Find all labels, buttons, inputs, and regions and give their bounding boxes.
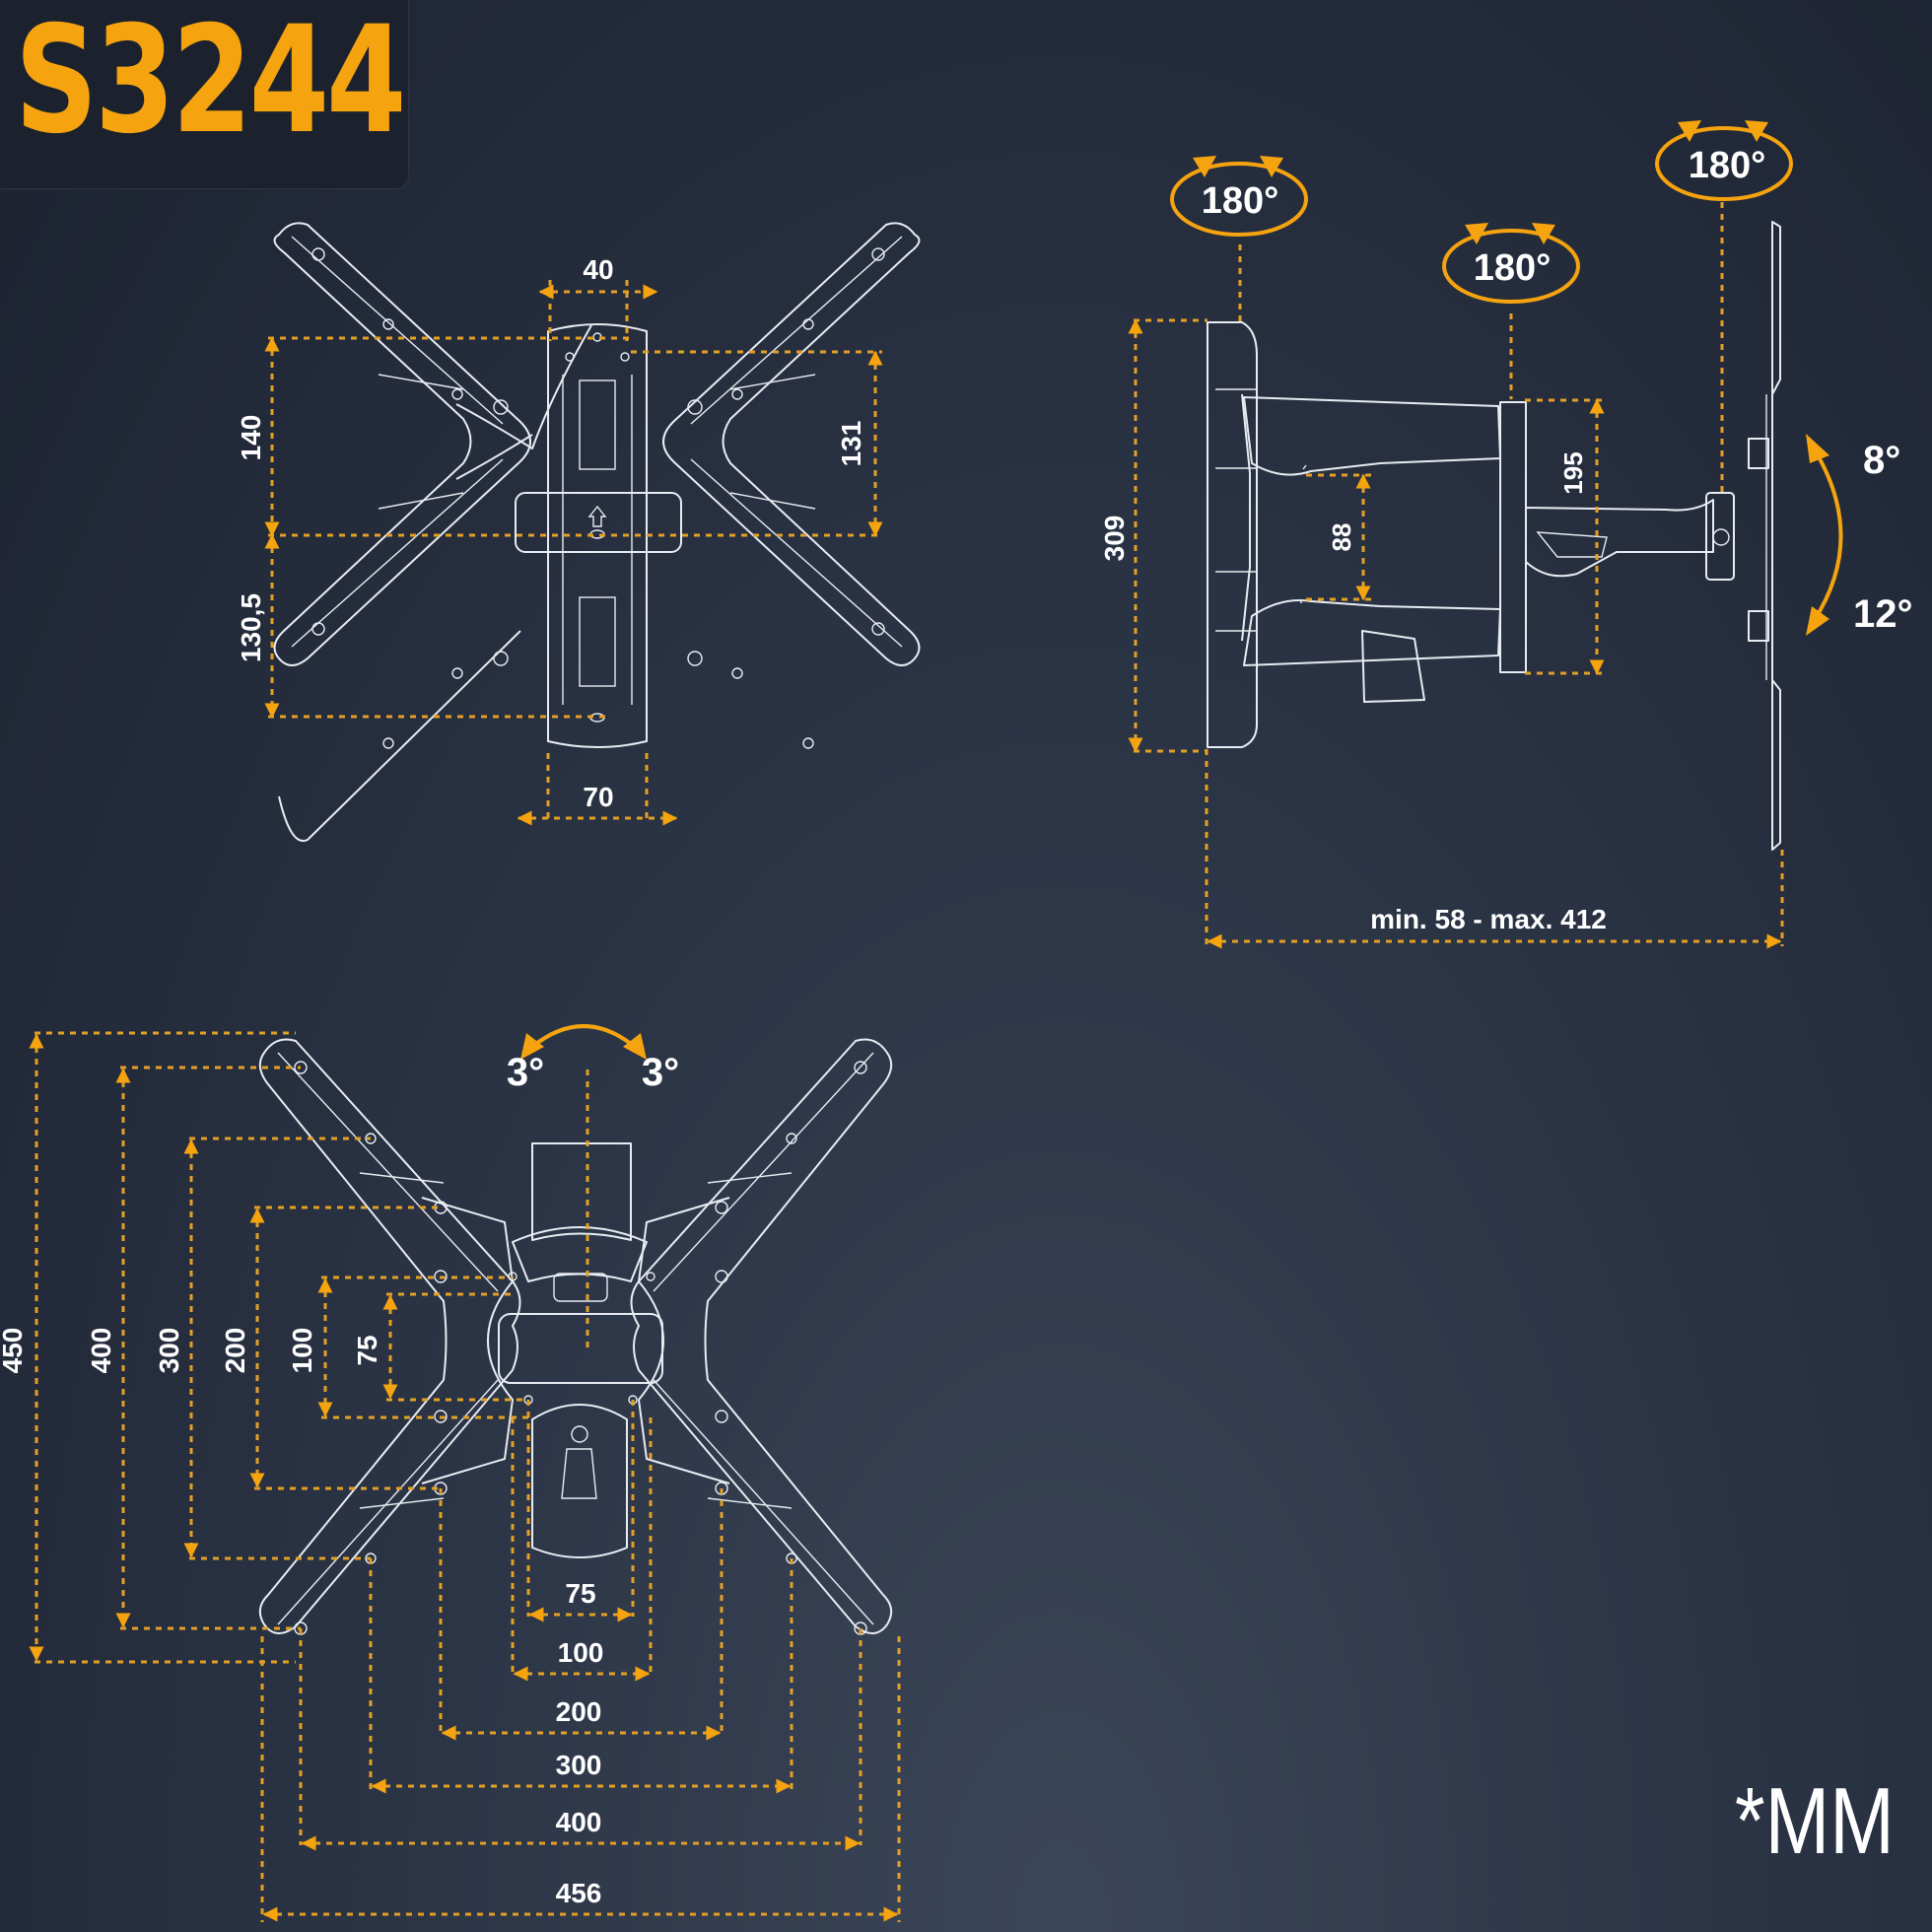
unit-note: *MM — [1735, 1768, 1895, 1874]
hdim-400: 400 — [556, 1807, 602, 1837]
side-view: 180° 180° 180° 309 195 88 min. 58 - max.… — [1099, 120, 1913, 949]
dim-inner-height: 88 — [1327, 523, 1356, 552]
swivel-label-arm: 180° — [1474, 247, 1552, 289]
side-view-swivel-indicators — [1170, 120, 1843, 636]
dim-upper-height: 140 — [236, 415, 266, 461]
back-view: 40 70 140 130,5 131 — [236, 222, 921, 843]
front-view-bracket — [258, 1038, 893, 1635]
front-view-horizontal-dimensions — [260, 1070, 901, 1922]
dim-lower-height: 130,5 — [236, 593, 266, 662]
swivel-label-tv: 180° — [1689, 145, 1766, 186]
vdim-75: 75 — [352, 1335, 382, 1365]
hdim-300: 300 — [556, 1750, 602, 1780]
hdim-200: 200 — [556, 1696, 602, 1727]
front-view: 3° 3° 450 400 300 200 100 75 75 100 200 … — [0, 1024, 901, 1922]
hdim-100: 100 — [558, 1637, 604, 1668]
vdim-100: 100 — [287, 1328, 317, 1374]
dim-top-width: 40 — [583, 254, 613, 285]
dim-right-height: 131 — [836, 421, 866, 467]
side-view-labels: 180° 180° 180° 309 195 88 min. 58 - max.… — [1099, 145, 1913, 934]
dim-wall-plate-height: 309 — [1099, 516, 1130, 562]
rotation-right-label: 3° — [642, 1051, 679, 1094]
dim-bottom-width: 70 — [583, 782, 613, 812]
side-view-mount — [1207, 221, 1781, 851]
model-number: S3244 — [15, 0, 406, 167]
side-view-dimensions — [1128, 202, 1784, 949]
vdim-200: 200 — [220, 1328, 250, 1374]
back-view-dimensions — [264, 280, 883, 826]
tilt-down-label: 12° — [1853, 592, 1913, 636]
front-view-rotation-indicator — [520, 1024, 647, 1060]
model-badge: S3244 — [0, 0, 409, 189]
front-view-vertical-dimensions — [29, 1031, 528, 1664]
front-view-labels: 3° 3° 450 400 300 200 100 75 75 100 200 … — [0, 1051, 679, 1908]
tilt-up-label: 8° — [1863, 439, 1900, 482]
hdim-456: 456 — [556, 1878, 602, 1908]
dim-arm-height: 195 — [1558, 451, 1588, 494]
back-view-bracket — [273, 222, 921, 843]
vdim-450: 450 — [0, 1328, 28, 1374]
vdim-300: 300 — [154, 1328, 184, 1374]
vdim-400: 400 — [86, 1328, 116, 1374]
dim-depth: min. 58 - max. 412 — [1370, 904, 1607, 934]
rotation-left-label: 3° — [507, 1051, 544, 1094]
hdim-75: 75 — [565, 1578, 595, 1609]
back-view-labels: 40 70 140 130,5 131 — [236, 254, 866, 812]
swivel-label-wall: 180° — [1202, 180, 1279, 222]
